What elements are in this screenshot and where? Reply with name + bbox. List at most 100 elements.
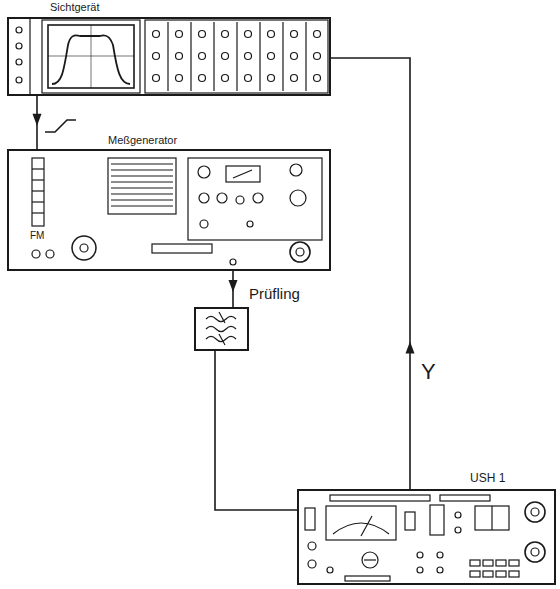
display-unit-drawing (199, 75, 206, 82)
generator-drawing (111, 163, 173, 164)
display-unit-drawing (16, 77, 22, 83)
generator-drawing (72, 236, 96, 260)
generator-drawing (80, 244, 88, 252)
generator-drawing (111, 205, 173, 206)
filter-symbol (219, 312, 225, 323)
device-label: Meßgenerator (108, 134, 177, 147)
display-unit: Sichtgerät (8, 18, 330, 95)
filter-symbol (206, 327, 236, 332)
receiver-drawing (437, 567, 443, 573)
display-unit-drawing (268, 53, 275, 60)
receiver-drawing (327, 567, 333, 573)
filter-symbol (219, 334, 225, 345)
signal-line (215, 350, 298, 510)
receiver-drawing (496, 560, 506, 566)
measuring-receiver: USH 1 (298, 490, 555, 584)
display-unit-drawing (153, 53, 160, 60)
display-unit-drawing (145, 20, 328, 93)
receiver-drawing (531, 508, 539, 516)
generator-drawing (199, 193, 209, 203)
ramp-symbol (45, 120, 76, 132)
display-unit-drawing (245, 75, 252, 82)
display-unit-drawing (190, 22, 191, 91)
display-unit-drawing (291, 31, 298, 38)
receiver-drawing (405, 512, 415, 530)
receiver-drawing (483, 560, 493, 566)
ramp-symbol (45, 120, 76, 132)
receiver-drawing (308, 560, 316, 568)
display-unit-drawing (42, 20, 140, 93)
generator-drawing (32, 201, 44, 202)
display-unit-drawing (176, 31, 183, 38)
receiver-drawing (440, 495, 490, 501)
display-unit-drawing (236, 22, 237, 91)
receiver-drawing (345, 576, 390, 581)
display-unit-drawing (268, 31, 275, 38)
receiver-drawing (509, 560, 519, 566)
receiver-drawing (437, 552, 443, 558)
display-unit-drawing (48, 56, 134, 57)
generator-drawing (226, 166, 260, 182)
generator-drawing (233, 170, 252, 178)
generator-drawing (8, 150, 330, 270)
display-unit-drawing (314, 75, 321, 82)
display-unit-drawing (314, 53, 321, 60)
receiver-drawing (362, 552, 378, 568)
arrow-head (229, 280, 238, 292)
generator-drawing (247, 221, 253, 227)
display-unit-drawing (153, 75, 160, 82)
display-unit-drawing (245, 31, 252, 38)
generator-drawing (111, 181, 173, 182)
generator-drawing (236, 196, 244, 204)
display-unit-drawing (91, 25, 92, 88)
generator-drawing (290, 242, 310, 262)
display-unit-drawing (29, 18, 30, 95)
display-unit-drawing (213, 22, 214, 91)
receiver-drawing (470, 571, 480, 577)
receiver-drawing (326, 506, 396, 540)
display-unit-drawing (305, 22, 306, 91)
equipment-illustration (8, 18, 555, 584)
display-unit-drawing (222, 53, 229, 60)
display-unit-drawing (222, 75, 229, 82)
display-unit-drawing (16, 43, 22, 49)
display-unit-drawing (291, 53, 298, 60)
generator-drawing (200, 220, 208, 228)
signal-generator: MeßgeneratorFM (8, 150, 330, 270)
generator-drawing (32, 158, 44, 226)
input-label: FM (30, 230, 44, 242)
display-unit-drawing (167, 22, 168, 91)
display-unit-drawing (8, 18, 330, 95)
display-unit-drawing (52, 35, 130, 84)
arrow-head (33, 114, 42, 126)
generator-drawing (32, 179, 44, 180)
device-under-test: Prüfling (195, 308, 248, 350)
generator-drawing (290, 190, 306, 206)
filter-symbol (195, 308, 248, 350)
generator-drawing (32, 190, 44, 191)
display-unit-drawing (282, 22, 283, 91)
display-unit-drawing (176, 53, 183, 60)
receiver-drawing (496, 571, 506, 577)
generator-drawing (230, 259, 236, 265)
receiver-drawing (430, 505, 444, 535)
receiver-drawing (509, 571, 519, 577)
receiver-drawing (333, 523, 389, 534)
generator-drawing (32, 168, 44, 169)
display-unit-drawing (259, 22, 260, 91)
generator-drawing (290, 164, 302, 176)
display-unit-drawing (291, 75, 298, 82)
display-unit-drawing (268, 75, 275, 82)
generator-drawing (217, 193, 227, 203)
display-unit-drawing (199, 53, 206, 60)
filter-symbol (206, 317, 236, 322)
display-unit-drawing (222, 31, 229, 38)
generator-drawing (32, 250, 40, 258)
generator-drawing (46, 250, 54, 258)
display-unit-drawing (16, 27, 22, 33)
display-unit-drawing (199, 31, 206, 38)
receiver-drawing (470, 560, 480, 566)
generator-drawing (188, 158, 322, 240)
receiver-drawing (361, 516, 372, 536)
